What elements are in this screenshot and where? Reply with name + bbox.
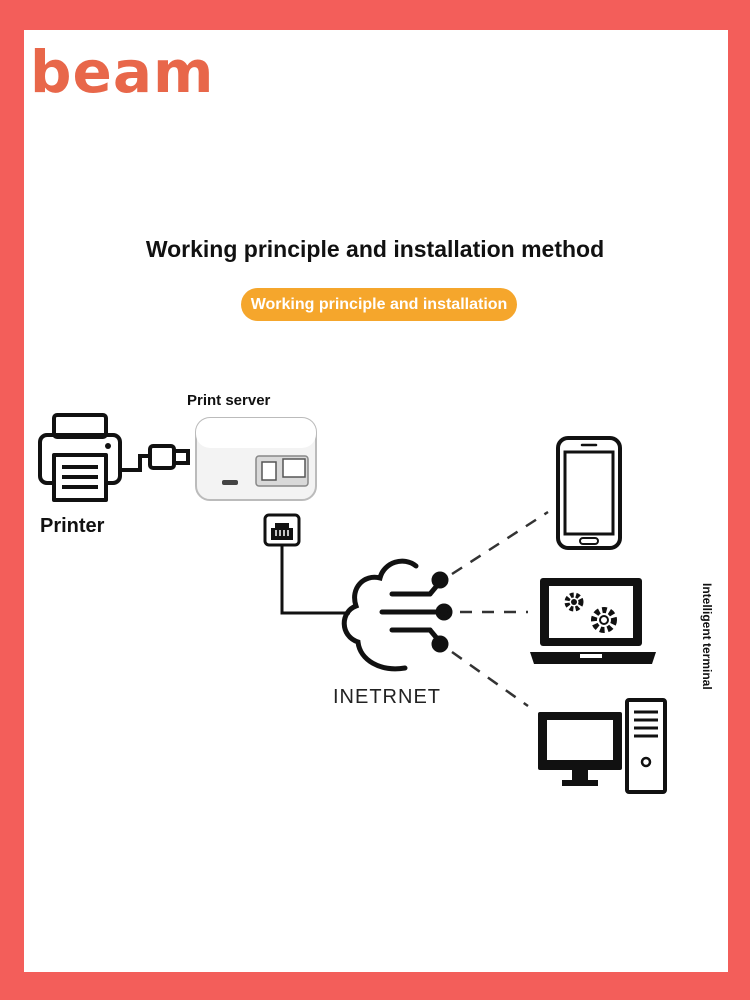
- printer-label: Printer: [40, 515, 105, 537]
- intelligent-terminal-label: Intelligent terminal: [700, 583, 714, 690]
- print-server-label: Print server: [187, 392, 271, 409]
- ethernet-cable: [280, 545, 350, 615]
- brand-logo: beam: [30, 38, 215, 106]
- gear-icon: [564, 592, 617, 633]
- printer-icon: [38, 413, 122, 502]
- subtitle-pill: Working principle and installation: [241, 288, 517, 321]
- cloud-network-icon: [341, 558, 453, 672]
- content-panel: [24, 30, 728, 972]
- desktop-computer-icon: [538, 698, 667, 794]
- wireless-links: [451, 510, 549, 708]
- print-server-device: [195, 417, 317, 501]
- usb-plug-icon: [122, 444, 190, 472]
- smartphone-icon: [556, 436, 622, 550]
- internet-label: INETRNET: [333, 686, 441, 708]
- laptop-icon: [530, 578, 656, 664]
- page-title: Working principle and installation metho…: [145, 236, 605, 262]
- ethernet-port-icon: [263, 513, 301, 547]
